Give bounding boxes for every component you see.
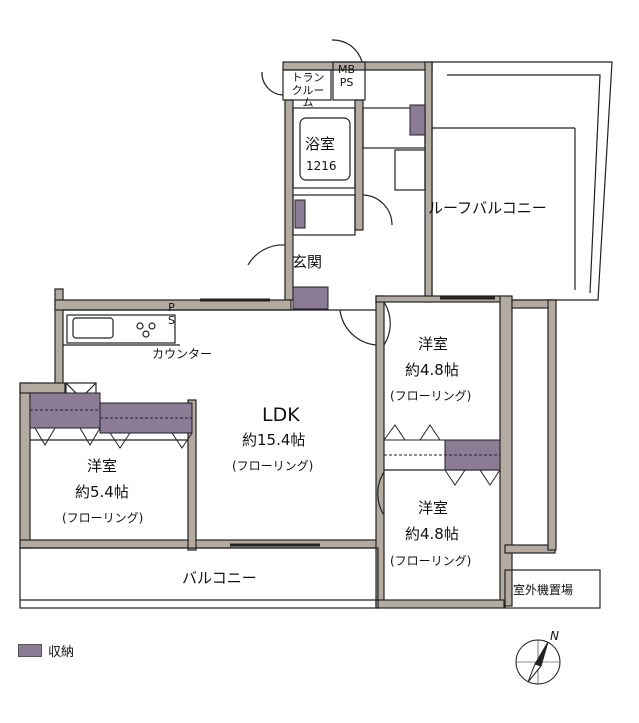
storage-bath: [409, 104, 426, 136]
western-ur-floor: (フローリング): [390, 389, 472, 403]
bath-name: 浴室: [305, 135, 336, 153]
western-left-size: 約5.4帖: [75, 483, 129, 501]
wall-top-bath: [282, 61, 433, 71]
ldk-floor: (フローリング): [232, 459, 314, 473]
legend-storage-swatch: [18, 644, 42, 657]
entrance-label: 玄関: [292, 253, 323, 271]
western-ur-name: 洋室: [418, 335, 449, 353]
ps-label: P S: [168, 301, 175, 327]
roof-balcony-label: ルーフバルコニー: [428, 199, 547, 217]
trunk-room-label: トランクルーム: [291, 71, 325, 110]
compass-north: N: [550, 629, 559, 643]
mb-ps-label: MB PS: [338, 63, 356, 89]
western-lr-name: 洋室: [418, 499, 449, 517]
western-ur-size: 約4.8帖: [405, 361, 459, 379]
counter-label: カウンター: [152, 347, 213, 361]
roof-balcony-outline: [431, 61, 613, 301]
storage-entrance: [292, 286, 329, 310]
western-lr-floor: (フローリング): [390, 554, 472, 568]
legend: 収納: [18, 641, 74, 660]
western-lr-size: 約4.8帖: [405, 525, 459, 543]
western-left-floor: (フローリング): [62, 511, 144, 525]
ac-space-label: 室外機置場: [513, 583, 574, 597]
compass-icon: [515, 639, 561, 685]
balcony-outline: [19, 547, 379, 609]
balcony-label: バルコニー: [182, 569, 257, 587]
legend-storage-label: 収納: [48, 645, 75, 660]
western-left-name: 洋室: [87, 457, 118, 475]
ldk-size: 約15.4帖: [242, 431, 306, 449]
bath-size: 1216: [306, 159, 337, 173]
ldk-name: LDK: [262, 404, 300, 426]
